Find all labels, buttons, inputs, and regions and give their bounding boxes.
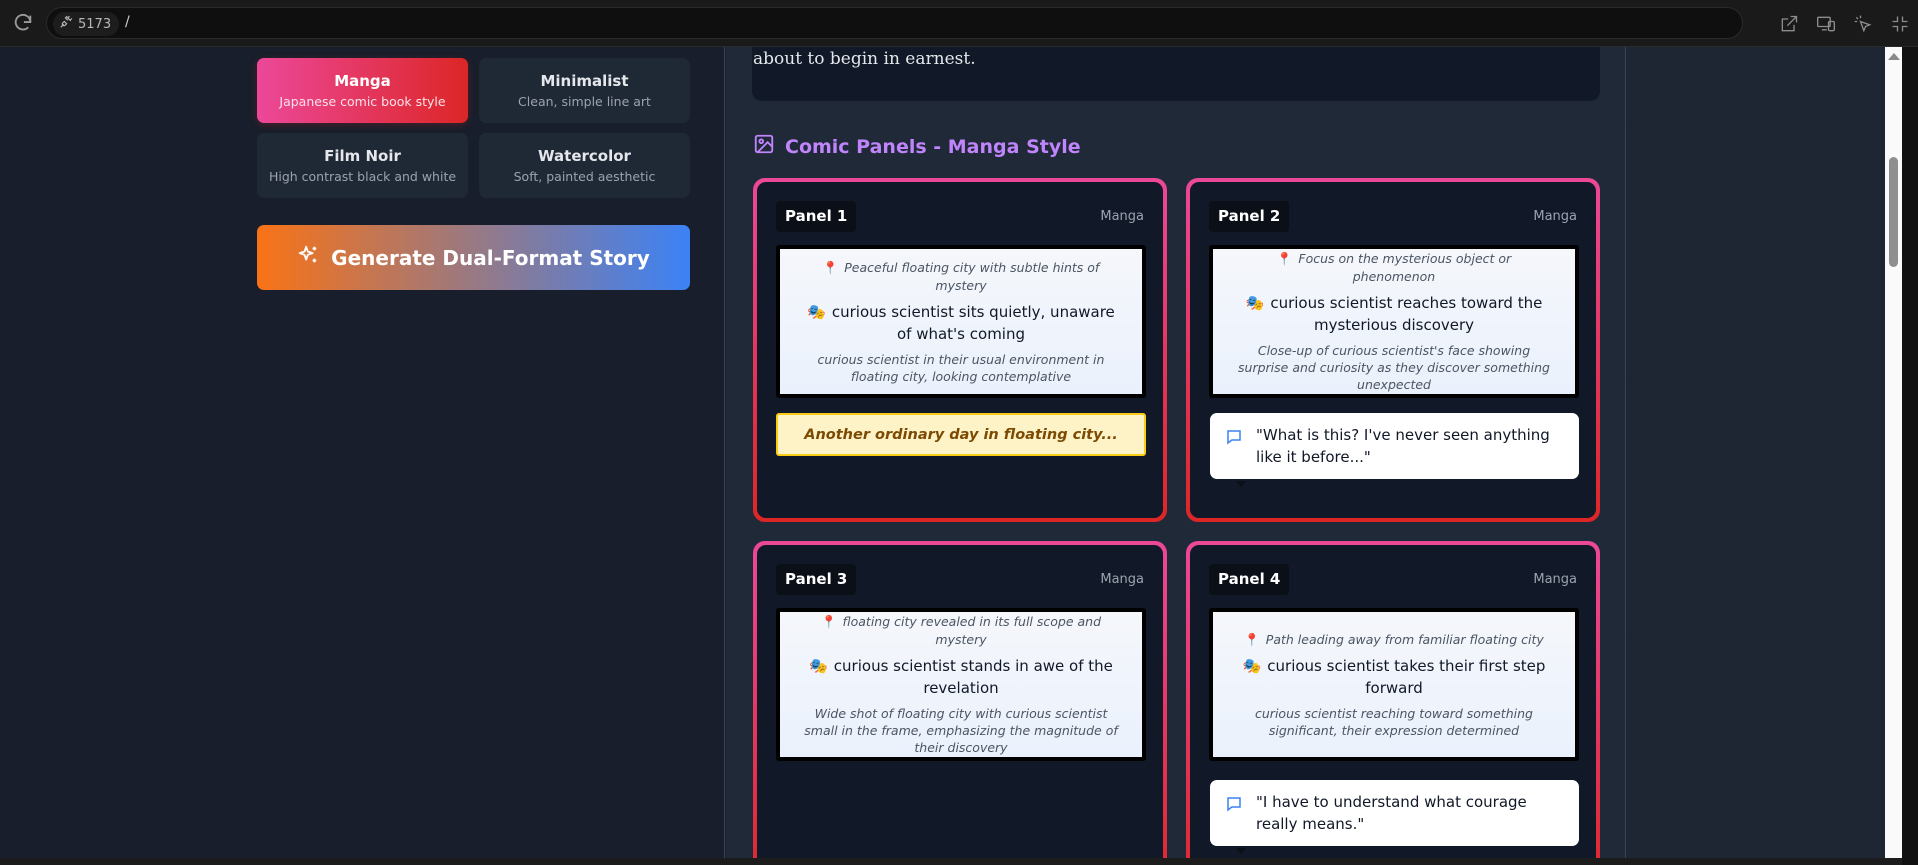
style-option-description: Soft, painted aesthetic — [513, 168, 656, 184]
page-scrollbar[interactable] — [1885, 47, 1902, 858]
narration-caption[interactable]: Another ordinary day in floating city... — [776, 413, 1146, 456]
comic-panel-2: Panel 2 Manga 📍Focus on the mysterious o… — [1186, 178, 1600, 522]
panel-label: Panel 3 — [776, 564, 857, 595]
panel-label: Panel 1 — [776, 201, 857, 232]
panel-style-tag: Manga — [1100, 572, 1144, 587]
bubble-tail — [1236, 848, 1246, 854]
collapse-icon[interactable] — [1881, 0, 1918, 47]
url-bar[interactable]: 5173 / — [46, 7, 1743, 39]
theater-masks-icon: 🎭 — [807, 302, 826, 321]
sparkles-icon — [297, 244, 319, 271]
style-option-description: High contrast black and white — [268, 168, 457, 184]
panel-style-tag: Manga — [1533, 209, 1577, 224]
pin-icon: 📍 — [820, 614, 837, 629]
art-style-selector: Manga Japanese comic book style Minimali… — [257, 58, 690, 198]
scene-setting: 📍Peaceful floating city with subtle hint… — [822, 259, 1100, 293]
scene-action: 🎭curious scientist sits quietly, unaware… — [807, 302, 1115, 343]
pin-icon: 📍 — [1276, 251, 1293, 266]
story-text-box — [752, 47, 1600, 101]
generate-story-label: Generate Dual-Format Story — [331, 245, 650, 270]
scene-description: curious scientist in their usual environ… — [817, 351, 1105, 384]
panel-label: Panel 2 — [1209, 201, 1290, 232]
comic-section-title-text: Comic Panels - Manga Style — [785, 135, 1081, 158]
image-icon — [753, 133, 775, 160]
panel-style-tag: Manga — [1533, 572, 1577, 587]
style-option-minimalist[interactable]: Minimalist Clean, simple line art — [479, 58, 690, 123]
devices-icon[interactable] — [1807, 0, 1844, 47]
scene-action: 🎭curious scientist takes their first ste… — [1242, 656, 1546, 697]
dialogue-text: "What is this? I've never seen anything … — [1256, 426, 1550, 466]
scroll-up-arrow-icon[interactable] — [1888, 53, 1900, 60]
pin-icon: 📍 — [1244, 631, 1260, 647]
panel-style-tag: Manga — [1100, 209, 1144, 224]
scene-illustration: 📍Focus on the mysterious object or pheno… — [1209, 245, 1579, 398]
scene-action: 🎭curious scientist stands in awe of the … — [809, 657, 1113, 697]
pointer-select-icon[interactable] — [1844, 0, 1881, 47]
style-option-name: Manga — [334, 71, 391, 90]
style-option-watercolor[interactable]: Watercolor Soft, painted aesthetic — [479, 133, 690, 198]
scene-description: curious scientist reaching toward someth… — [1255, 705, 1533, 738]
url-path[interactable]: / — [125, 14, 130, 30]
port-number: 5173 — [78, 16, 112, 32]
pin-icon: 📍 — [822, 259, 839, 275]
scene-setting: 📍Path leading away from familiar floatin… — [1244, 631, 1544, 647]
panel-label: Panel 4 — [1209, 564, 1290, 595]
reload-icon[interactable] — [12, 12, 34, 34]
scene-illustration: 📍Peaceful floating city with subtle hint… — [776, 245, 1146, 398]
open-external-icon[interactable] — [1770, 0, 1807, 47]
style-option-name: Minimalist — [540, 71, 629, 90]
bottom-status-strip — [0, 858, 1902, 865]
scene-description: Close-up of curious scientist's face sho… — [1238, 343, 1550, 392]
style-option-description: Clean, simple line art — [518, 93, 651, 109]
theater-masks-icon: 🎭 — [1242, 656, 1262, 675]
right-gutter — [1627, 47, 1885, 858]
style-option-description: Japanese comic book style — [279, 93, 446, 109]
comic-panel-4: Panel 4 Manga 📍Path leading away from fa… — [1186, 541, 1600, 858]
dialogue-text: "I have to understand what courage reall… — [1256, 793, 1527, 833]
scene-setting: 📍floating city revealed in its full scop… — [820, 614, 1102, 647]
speech-bubble: "What is this? I've never seen anything … — [1210, 413, 1579, 487]
comic-panel-1: Panel 1 Manga 📍Peaceful floating city wi… — [753, 178, 1167, 522]
style-option-manga[interactable]: Manga Japanese comic book style — [257, 58, 468, 123]
generate-story-button[interactable]: Generate Dual-Format Story — [257, 225, 690, 290]
browser-toolbar: 5173 / — [0, 0, 1918, 47]
scene-illustration: 📍floating city revealed in its full scop… — [776, 608, 1146, 761]
unplugged-icon — [59, 15, 73, 33]
scene-illustration: 📍Path leading away from familiar floatin… — [1209, 608, 1579, 761]
story-text: about to begin in earnest. — [753, 49, 976, 69]
style-option-name: Watercolor — [538, 146, 631, 165]
scrollbar-thumb[interactable] — [1889, 157, 1898, 267]
window-edge — [1902, 47, 1918, 865]
scene-setting: 📍Focus on the mysterious object or pheno… — [1276, 251, 1512, 284]
theater-masks-icon: 🎭 — [1245, 294, 1265, 312]
theater-masks-icon: 🎭 — [809, 657, 828, 675]
style-option-film-noir[interactable]: Film Noir High contrast black and white — [257, 133, 468, 198]
comic-panel-3: Panel 3 Manga 📍floating city revealed in… — [753, 541, 1167, 858]
controls-sidebar: Manga Japanese comic book style Minimali… — [0, 47, 725, 858]
bubble-tail — [1236, 481, 1246, 487]
speech-bubble: "I have to understand what courage reall… — [1210, 780, 1579, 854]
comic-section-title: Comic Panels - Manga Style — [753, 133, 1081, 160]
port-chip[interactable]: 5173 — [53, 12, 120, 36]
scene-description: Wide shot of floating city with curious … — [804, 706, 1118, 755]
page-viewport: Manga Japanese comic book style Minimali… — [0, 47, 1885, 858]
style-option-name: Film Noir — [324, 146, 401, 165]
scene-action: 🎭curious scientist reaches toward the my… — [1245, 294, 1543, 334]
